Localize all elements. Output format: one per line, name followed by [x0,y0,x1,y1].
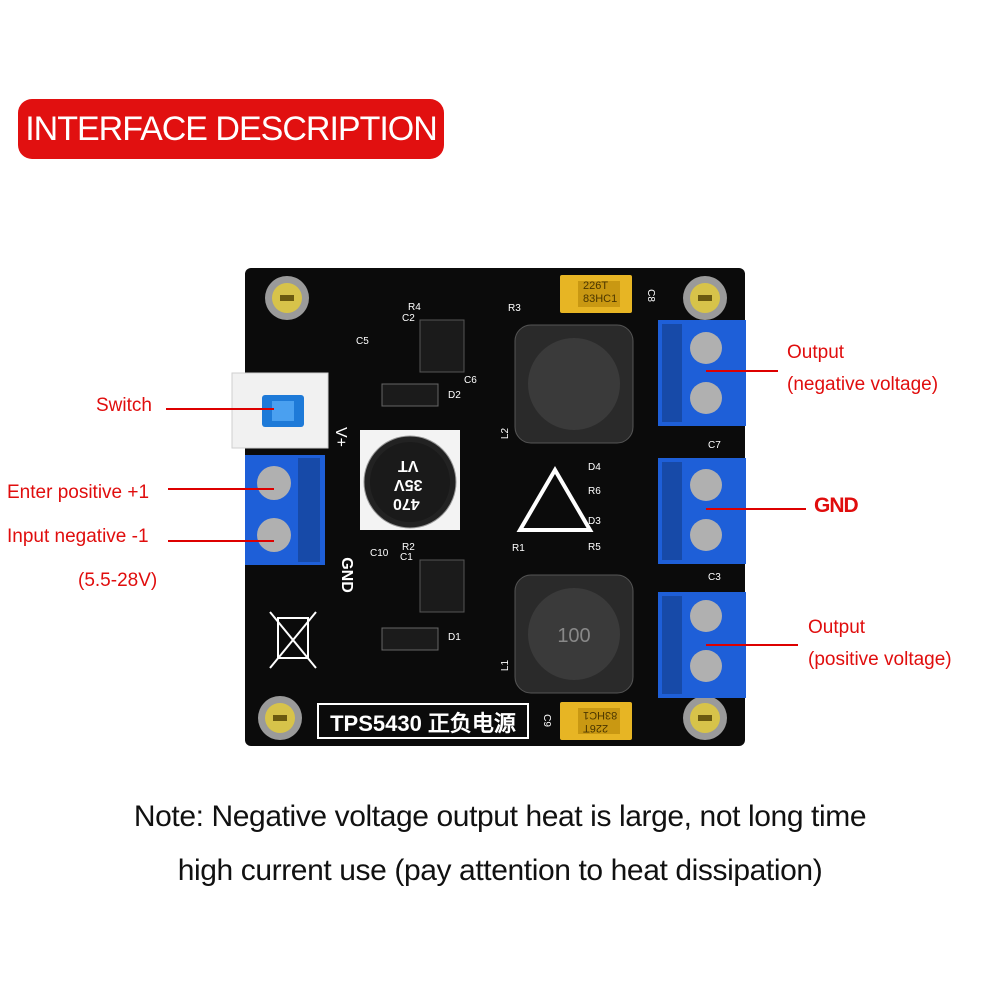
enter-positive-label: Enter positive +1 [7,482,150,503]
tantalum-capacitor-bottom [560,702,632,740]
ref-l2: L2 [500,427,512,440]
output-positive-leader [706,644,798,646]
screw-top-right [683,276,727,320]
ref-c8: C8 [644,289,656,302]
diode-d1 [381,627,439,651]
ref-c3: C3 [708,572,721,583]
inductor-mark: 100 [557,625,590,647]
input-negative-leader [168,540,274,542]
gnd-terminal [658,458,746,564]
ref-c2: C2 [402,313,415,324]
silk-vplus: V+ [332,426,350,448]
tantalum-top-mark-2: 83HC1 [583,293,618,305]
interface-description-banner: INTERFACE DESCRIPTION [18,99,444,159]
output-negative-label-line1: Output [787,342,845,363]
ref-r4: R4 [408,302,421,313]
ref-r3: R3 [508,303,521,314]
diode-d2 [381,383,439,407]
ref-c7: C7 [708,440,721,451]
input-terminal-block [245,455,325,565]
ref-d4: D4 [588,462,601,473]
ref-d3: D3 [588,516,601,527]
weee-bin-symbol [269,611,317,669]
output-negative-label-line2: (negative voltage) [787,374,939,395]
ic-u1 [419,319,465,373]
ref-c9: C9 [540,714,552,727]
input-range-label: (5.5-28V) [78,570,158,591]
ref-c6: C6 [464,375,477,386]
inductor-l1: 100 [514,574,634,694]
output-positive-label-line2: (positive voltage) [808,649,952,670]
note-line-2: high current use (pay attention to heat … [177,854,823,887]
ref-r6: R6 [588,486,601,497]
ref-l1: L1 [500,659,512,672]
cap-main-line-3: VT [398,457,419,474]
ref-c5: C5 [356,336,369,347]
board-title-frame [317,703,529,739]
cap-main-line-1: 470 [393,495,420,512]
screw-bottom-right [683,696,727,740]
ic-u2 [419,559,465,613]
esd-warning-symbol [516,466,594,532]
output-positive-label-line1: Output [808,617,866,638]
screw-bottom-left [258,696,302,740]
switch-leader [166,408,274,410]
tantalum-top-mark-1: 226T [583,280,609,292]
gnd-leader [706,508,806,510]
cap-main-line-2: 35V [394,476,423,493]
switch-label: Switch [96,395,152,416]
ref-c10: C10 [370,548,389,559]
screw-top-left [265,276,309,320]
board-title: TPS5430 正负电源 [330,711,516,736]
output-negative-terminal [658,320,746,426]
tantalum-bottom-mark-2: 83HC1 [583,709,618,721]
enter-positive-leader [168,488,274,490]
power-switch [231,372,329,449]
inductor-l2 [514,324,634,444]
gnd-label: GND [814,494,859,517]
ref-c1: C1 [400,552,413,563]
ref-r1: R1 [512,543,525,554]
input-negative-label: Input negative -1 [7,526,149,547]
tantalum-bottom-mark-1: 226T [583,722,609,734]
ref-d2: D2 [448,390,461,401]
silk-gnd: GND [337,557,355,593]
output-negative-leader [706,370,778,372]
ref-r2: R2 [402,542,415,553]
electrolytic-capacitor [360,430,460,530]
ref-r5: R5 [588,542,601,553]
note-line-1: Note: Negative voltage output heat is la… [133,800,867,833]
ref-d1: D1 [448,632,461,643]
tantalum-capacitor-top [560,275,632,313]
